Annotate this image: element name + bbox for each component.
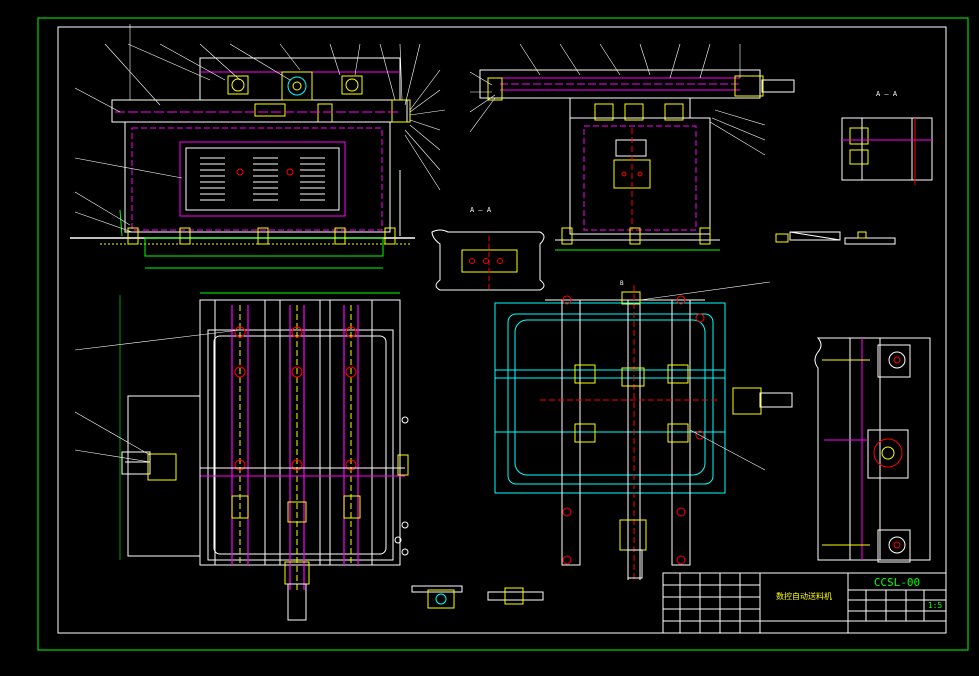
section-a-a-label: A — A [470, 206, 492, 214]
detail-view-right: A — A [775, 90, 933, 245]
drawing-scale: 1:5 [928, 601, 943, 610]
plan-view-left [119, 292, 409, 621]
leader-lines-side [469, 43, 766, 156]
inner-frame [57, 26, 947, 634]
front-view-machine [70, 24, 415, 269]
leader-lines-plan [74, 329, 241, 463]
view-b-label: B [620, 280, 624, 287]
detail-view-bottom-right [814, 337, 931, 563]
plan-view-center: B [494, 280, 793, 580]
drawing-number: CCSL-00 [874, 576, 920, 589]
leader-lines-front [74, 43, 446, 233]
drawing-title: 数控自动送料机 [776, 591, 832, 601]
title-block: CCSL-00 数控自动送料机 1:5 [662, 572, 947, 634]
side-view-machine [479, 69, 795, 251]
outer-frame [37, 17, 969, 651]
svg-text:A — A: A — A [876, 90, 898, 98]
section-a-a-detail: A — A [431, 206, 545, 292]
leader-lines-center [639, 281, 771, 471]
small-parts-detail [411, 585, 544, 609]
